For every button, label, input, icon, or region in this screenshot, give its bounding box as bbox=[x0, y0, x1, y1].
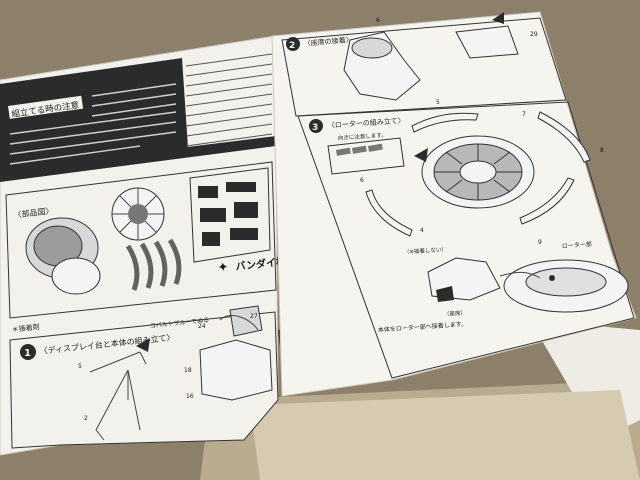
parts-label: 〈部品図〉 bbox=[13, 205, 54, 220]
rotor-part-blades bbox=[112, 188, 164, 240]
svg-text:24: 24 bbox=[198, 323, 206, 330]
stand-arrow bbox=[136, 338, 150, 352]
brand-logo-mark: ✦ bbox=[217, 260, 230, 276]
curved-fins bbox=[125, 238, 182, 291]
caution-text-lines bbox=[9, 83, 177, 165]
rotor-unit-top bbox=[525, 267, 607, 297]
caution-title-box bbox=[7, 95, 84, 119]
step2-canopy bbox=[351, 37, 393, 59]
svg-text:5: 5 bbox=[78, 363, 82, 370]
svg-text:9: 9 bbox=[538, 239, 542, 246]
step3-frame bbox=[297, 101, 635, 379]
right-page: 2 〈座席の接着〉 6 29 3 〈ローターの組み立て〉 向きに注意します。 bbox=[271, 11, 637, 397]
step3-inset bbox=[327, 137, 405, 175]
svg-text:4: 4 bbox=[420, 227, 424, 234]
display-stand-drawing bbox=[89, 351, 147, 441]
rotor-part-hub bbox=[128, 204, 148, 224]
svg-text:8: 8 bbox=[600, 147, 604, 154]
step2-callouts: 6 29 bbox=[376, 17, 538, 38]
rotor-blade-lines bbox=[434, 144, 522, 200]
svg-text:29: 29 bbox=[530, 31, 538, 38]
step3-body-dark bbox=[436, 286, 454, 302]
svg-text:6: 6 bbox=[360, 177, 364, 184]
left-page: 組立てる時の注意 〈部品図〉 bbox=[0, 35, 298, 456]
sprue-frame bbox=[189, 167, 271, 263]
rotor-unit-dot bbox=[549, 275, 555, 281]
step2-seat-drawing bbox=[455, 25, 519, 59]
svg-text:27: 27 bbox=[250, 313, 258, 320]
step2-number: 2 bbox=[289, 41, 295, 51]
caution-header-block bbox=[0, 58, 188, 178]
parts-diagram-frame bbox=[5, 161, 277, 319]
disc-part-small bbox=[51, 257, 101, 295]
step3-number-circle bbox=[309, 119, 323, 133]
rotor-label: ローター部 bbox=[562, 240, 593, 250]
step1-frame bbox=[9, 311, 279, 449]
seat-part-drawing bbox=[229, 305, 263, 337]
assembly-guide-line bbox=[499, 271, 541, 279]
svg-text:5: 5 bbox=[436, 99, 440, 106]
rotor-hub bbox=[459, 160, 497, 184]
step2-title: 〈座席の接着〉 bbox=[303, 35, 353, 48]
pieces-label: ＊接着剤 bbox=[11, 322, 40, 334]
step2-number-circle bbox=[286, 37, 300, 51]
svg-text:16: 16 bbox=[186, 393, 194, 400]
svg-text:6: 6 bbox=[376, 17, 380, 24]
inset-fins bbox=[336, 143, 383, 156]
svg-text:7: 7 bbox=[522, 111, 526, 118]
step1-number-circle bbox=[20, 344, 36, 360]
box-inner bbox=[250, 390, 640, 480]
guide-line bbox=[219, 315, 259, 331]
seat-label: （座席） bbox=[444, 308, 467, 318]
step3-callouts: 5 7 8 9 4 6 bbox=[360, 99, 604, 246]
step3-fins bbox=[365, 111, 591, 237]
step1-number: 1 bbox=[24, 348, 31, 359]
step3-subnote: 向きに注意します。 bbox=[338, 131, 387, 142]
body-part-drawing bbox=[199, 339, 273, 401]
pieces-band bbox=[0, 136, 276, 182]
header-side-text bbox=[185, 53, 273, 147]
step3-arrow bbox=[414, 148, 428, 162]
svg-text:18: 18 bbox=[184, 367, 192, 374]
svg-text:2: 2 bbox=[84, 415, 88, 422]
step2-arrow bbox=[492, 12, 504, 24]
step2-frame bbox=[281, 17, 567, 117]
no-glue-note: （※接着しない） bbox=[404, 245, 448, 256]
sprue-parts bbox=[198, 182, 258, 246]
step3-number: 3 bbox=[312, 123, 318, 133]
